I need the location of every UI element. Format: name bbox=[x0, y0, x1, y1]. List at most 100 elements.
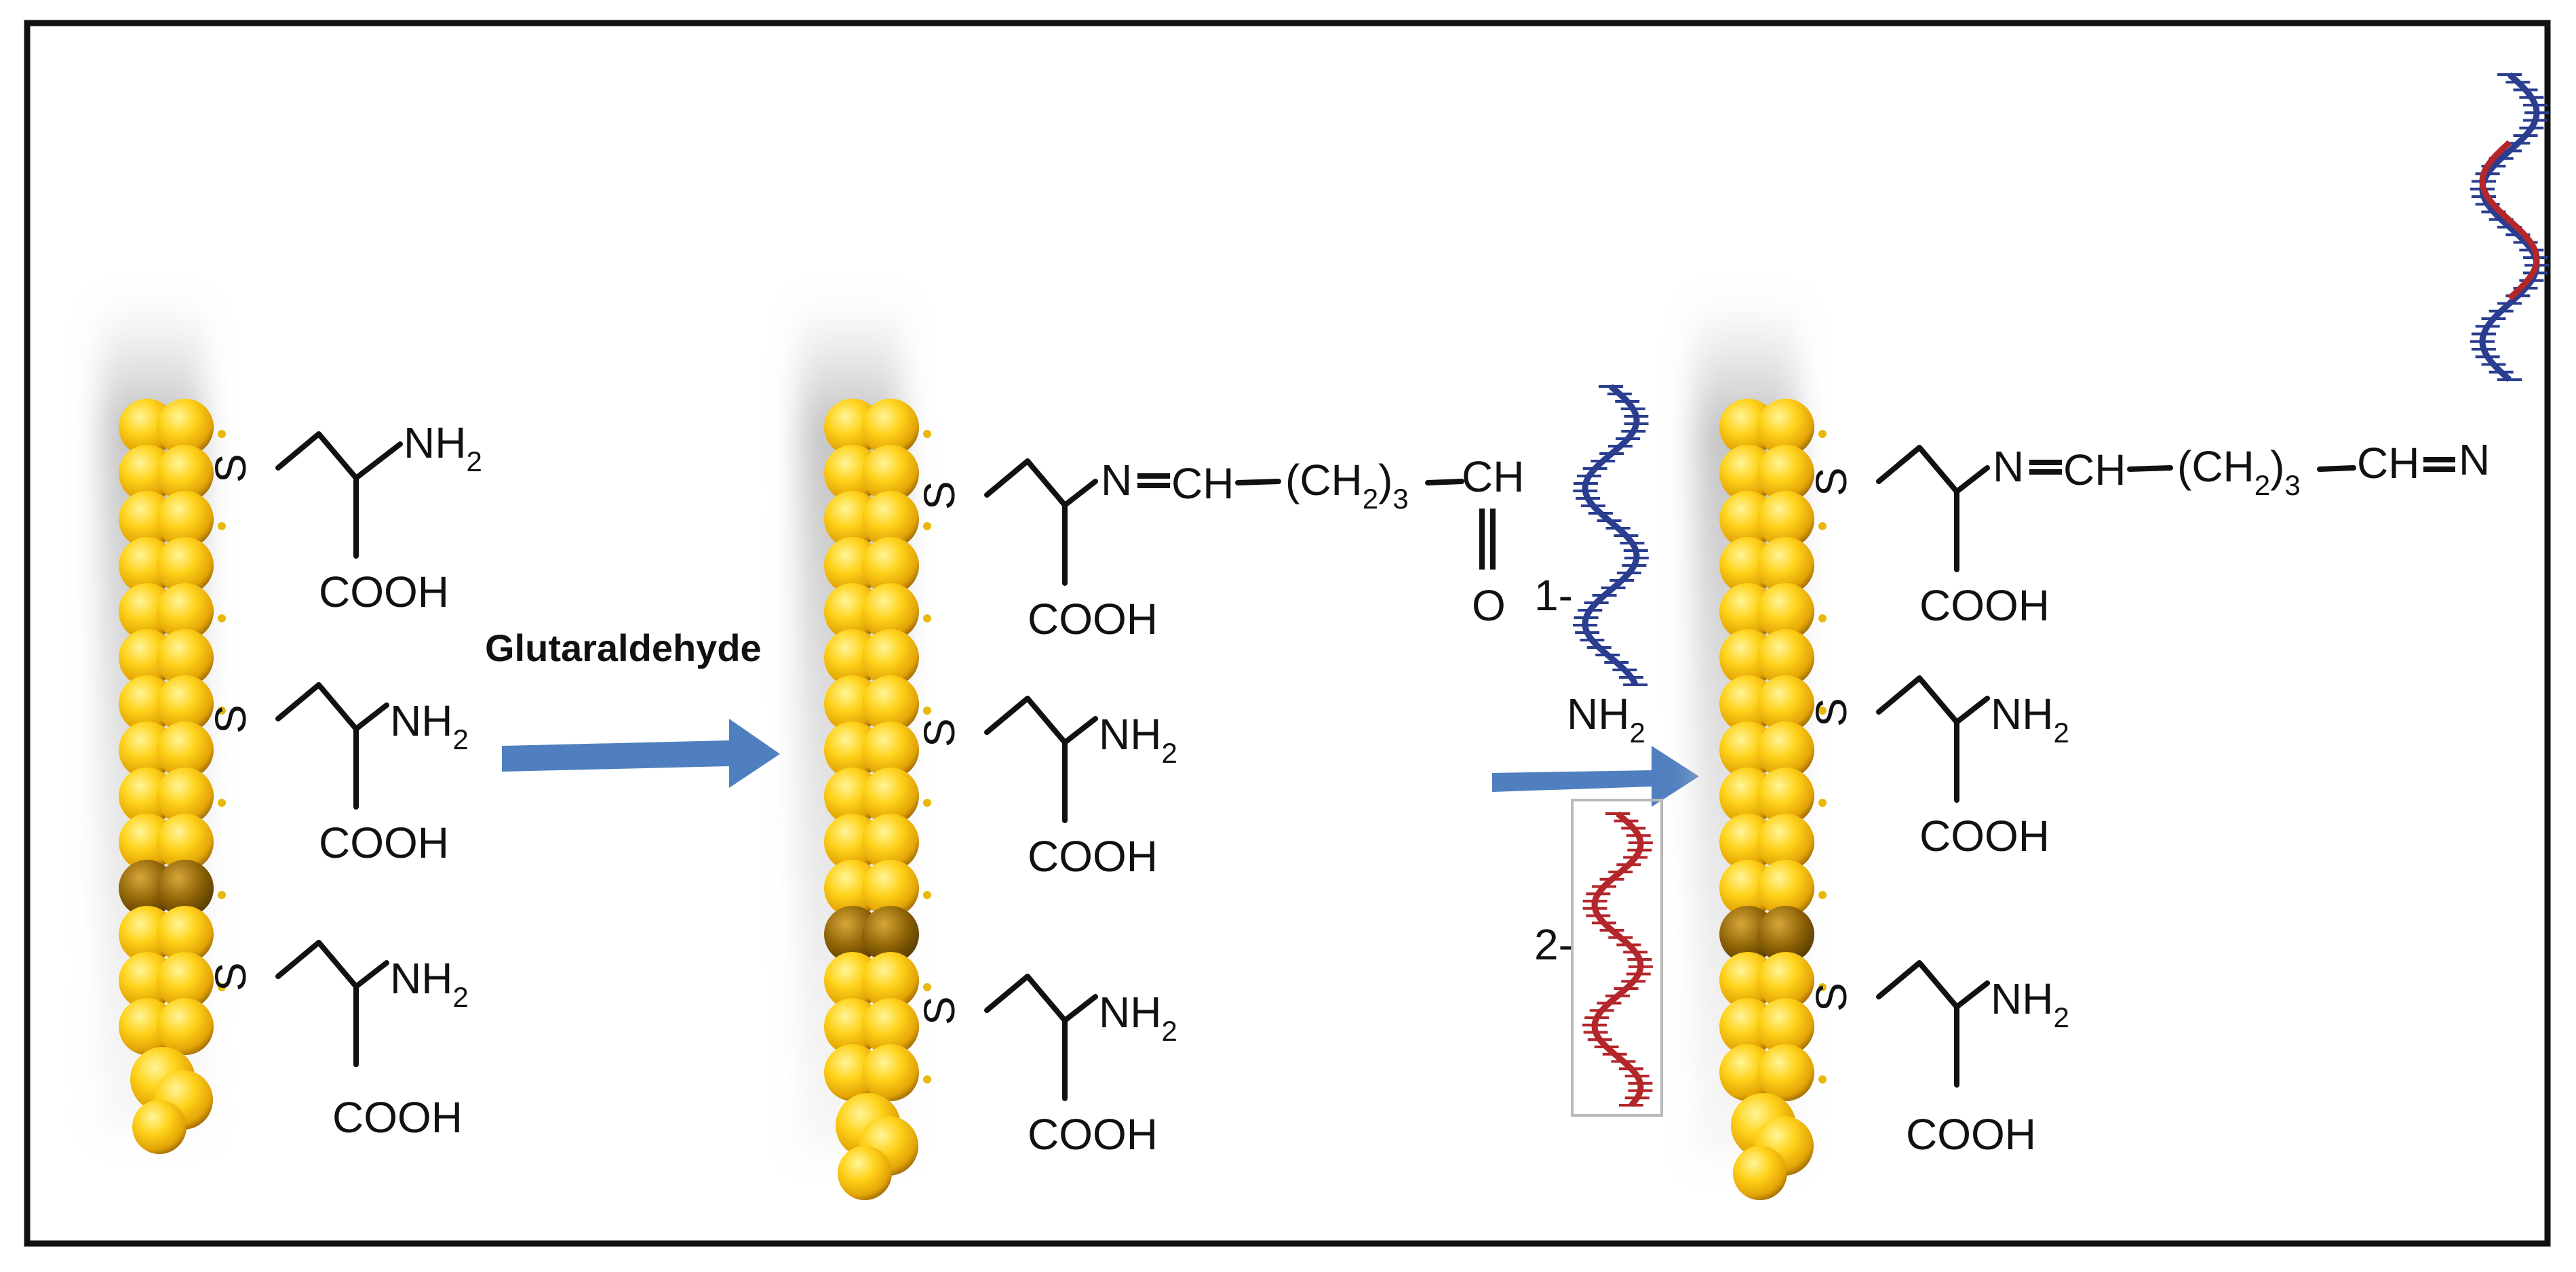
gold-nanoparticle-column bbox=[119, 399, 226, 1154]
sulfur-atom: S bbox=[915, 996, 964, 1025]
bond-zigzag bbox=[275, 431, 403, 481]
gold-nanoparticle bbox=[157, 952, 214, 1009]
gold-nanoparticle bbox=[862, 675, 919, 732]
sulfur-atom: S bbox=[1807, 698, 1856, 727]
nitrogen-atom: N bbox=[1993, 442, 2024, 491]
probe-amine-label: NH2 bbox=[1567, 690, 1645, 749]
carboxyl-group: COOH bbox=[319, 818, 449, 867]
dna-target-strand bbox=[2479, 140, 2540, 301]
gold-nanoparticle bbox=[157, 768, 214, 824]
gold-nanoparticle bbox=[862, 860, 919, 917]
gold-nanoparticle-column bbox=[1719, 399, 1827, 1200]
bond-zigzag bbox=[984, 974, 1098, 1023]
probe-label-1: 1- bbox=[1534, 571, 1573, 620]
gold-nanoparticle bbox=[923, 983, 931, 991]
gold-nanoparticle bbox=[1757, 675, 1814, 732]
sulfur-atom: S bbox=[206, 704, 255, 734]
amino-probe-strand-2 bbox=[1582, 811, 1653, 1108]
amine-group: NH2 bbox=[390, 696, 469, 755]
gold-nanoparticle bbox=[157, 491, 214, 548]
bond-zigzag bbox=[1876, 960, 1990, 1010]
gold-nanoparticle bbox=[157, 445, 214, 502]
bond-zigzag bbox=[1876, 445, 1990, 494]
gold-nanoparticle bbox=[157, 399, 214, 456]
gold-nanoparticle bbox=[862, 629, 919, 686]
gold-nanoparticle bbox=[1818, 430, 1827, 438]
gold-nanoparticle bbox=[862, 768, 919, 824]
probe-options: 1- NH2 2- bbox=[1492, 384, 1699, 1117]
gold-nanoparticle bbox=[1757, 399, 1814, 456]
methylene-chain: (CH2)3 bbox=[2177, 442, 2301, 501]
gold-nanoparticle bbox=[862, 998, 919, 1055]
reagent-label: Glutaraldehyde bbox=[485, 627, 762, 669]
probe-linked-unit: S N CH (CH2)3 CH N COOH bbox=[1807, 435, 2490, 630]
gold-nanoparticle bbox=[157, 537, 214, 594]
gold-nanoparticle bbox=[923, 799, 931, 807]
cysteine-unit: S NH2 COOH bbox=[1807, 960, 2069, 1159]
gold-nanoparticle bbox=[218, 983, 226, 991]
gold-nanoparticle bbox=[1818, 614, 1827, 622]
single-bond bbox=[2317, 465, 2356, 472]
oxygen-atom: O bbox=[1472, 581, 1506, 630]
aldehyde-ch: CH bbox=[1462, 452, 1524, 501]
carboxyl-group: COOH bbox=[1028, 595, 1158, 643]
gold-nanoparticle bbox=[1818, 983, 1827, 991]
gold-nanoparticle bbox=[1818, 891, 1827, 899]
arrow-shape bbox=[502, 719, 780, 788]
probe-label-2: 2- bbox=[1534, 920, 1573, 969]
gold-nanoparticle bbox=[157, 629, 214, 686]
bond-zigzag bbox=[984, 458, 1098, 508]
gold-nanoparticle bbox=[218, 614, 226, 622]
carboxyl-group: COOH bbox=[319, 568, 449, 616]
gold-nanoparticle bbox=[1757, 906, 1814, 963]
amine-group: NH2 bbox=[1991, 690, 2069, 749]
gold-nanoparticle bbox=[1818, 1075, 1827, 1084]
gold-nanoparticle bbox=[1757, 860, 1814, 917]
cysteine-unit: S NH2 COOH bbox=[1807, 675, 2069, 860]
gold-nanoparticle bbox=[218, 707, 226, 715]
amino-probe-strand-1 bbox=[1573, 384, 1649, 686]
gold-nanoparticle bbox=[1757, 1044, 1814, 1101]
gold-nanoparticle bbox=[157, 998, 214, 1055]
gold-nanoparticle bbox=[862, 491, 919, 548]
gold-nanoparticle bbox=[1818, 707, 1827, 715]
gold-nanoparticle bbox=[838, 1146, 892, 1200]
gold-nanoparticle bbox=[862, 952, 919, 1009]
gold-nanoparticle bbox=[862, 721, 919, 778]
gold-nanoparticle bbox=[157, 583, 214, 640]
gold-nanoparticle bbox=[157, 906, 214, 963]
imine-ch: CH bbox=[2357, 439, 2419, 488]
gold-nanoparticle bbox=[157, 814, 214, 871]
single-bond bbox=[1425, 479, 1464, 485]
gold-nanoparticle bbox=[923, 707, 931, 715]
gold-nanoparticle bbox=[218, 430, 226, 438]
carboxyl-group: COOH bbox=[1919, 581, 2050, 630]
amine-group: NH2 bbox=[1099, 710, 1177, 769]
gold-nanoparticle bbox=[1733, 1146, 1787, 1200]
cysteine-unit: S NH2 COOH bbox=[206, 418, 482, 616]
cysteine-unit: S NH2 COOH bbox=[915, 974, 1177, 1159]
gold-nanoparticle bbox=[862, 1044, 919, 1101]
bond-zigzag bbox=[1876, 675, 1990, 725]
gold-nanoparticle bbox=[157, 860, 214, 917]
sulfur-atom: S bbox=[206, 454, 255, 483]
gold-nanoparticle bbox=[862, 814, 919, 871]
gold-nanoparticle bbox=[218, 891, 226, 899]
sulfur-atom: S bbox=[206, 962, 255, 991]
sulfur-atom: S bbox=[1807, 467, 1856, 496]
carboxyl-group: COOH bbox=[1028, 832, 1158, 881]
reaction-arrow-2 bbox=[1492, 746, 1699, 807]
gold-nanoparticle bbox=[1757, 814, 1814, 871]
gold-nanoparticle bbox=[1818, 522, 1827, 530]
methine-group: CH bbox=[1171, 459, 1234, 508]
sulfur-atom: S bbox=[915, 718, 964, 747]
gold-nanoparticle bbox=[923, 522, 931, 530]
gold-nanoparticle bbox=[1757, 491, 1814, 548]
immobilized-dna-duplex bbox=[2470, 72, 2549, 382]
panel-3-probe-immobilized: S N CH (CH2)3 CH N COOH S NH2 COOH S bbox=[1696, 72, 2549, 1200]
gold-nanoparticle bbox=[1757, 583, 1814, 640]
gold-nanoparticle bbox=[157, 675, 214, 732]
carboxyl-group: COOH bbox=[332, 1093, 463, 1142]
amine-group: NH2 bbox=[1099, 988, 1177, 1047]
amine-group: NH2 bbox=[404, 418, 482, 477]
